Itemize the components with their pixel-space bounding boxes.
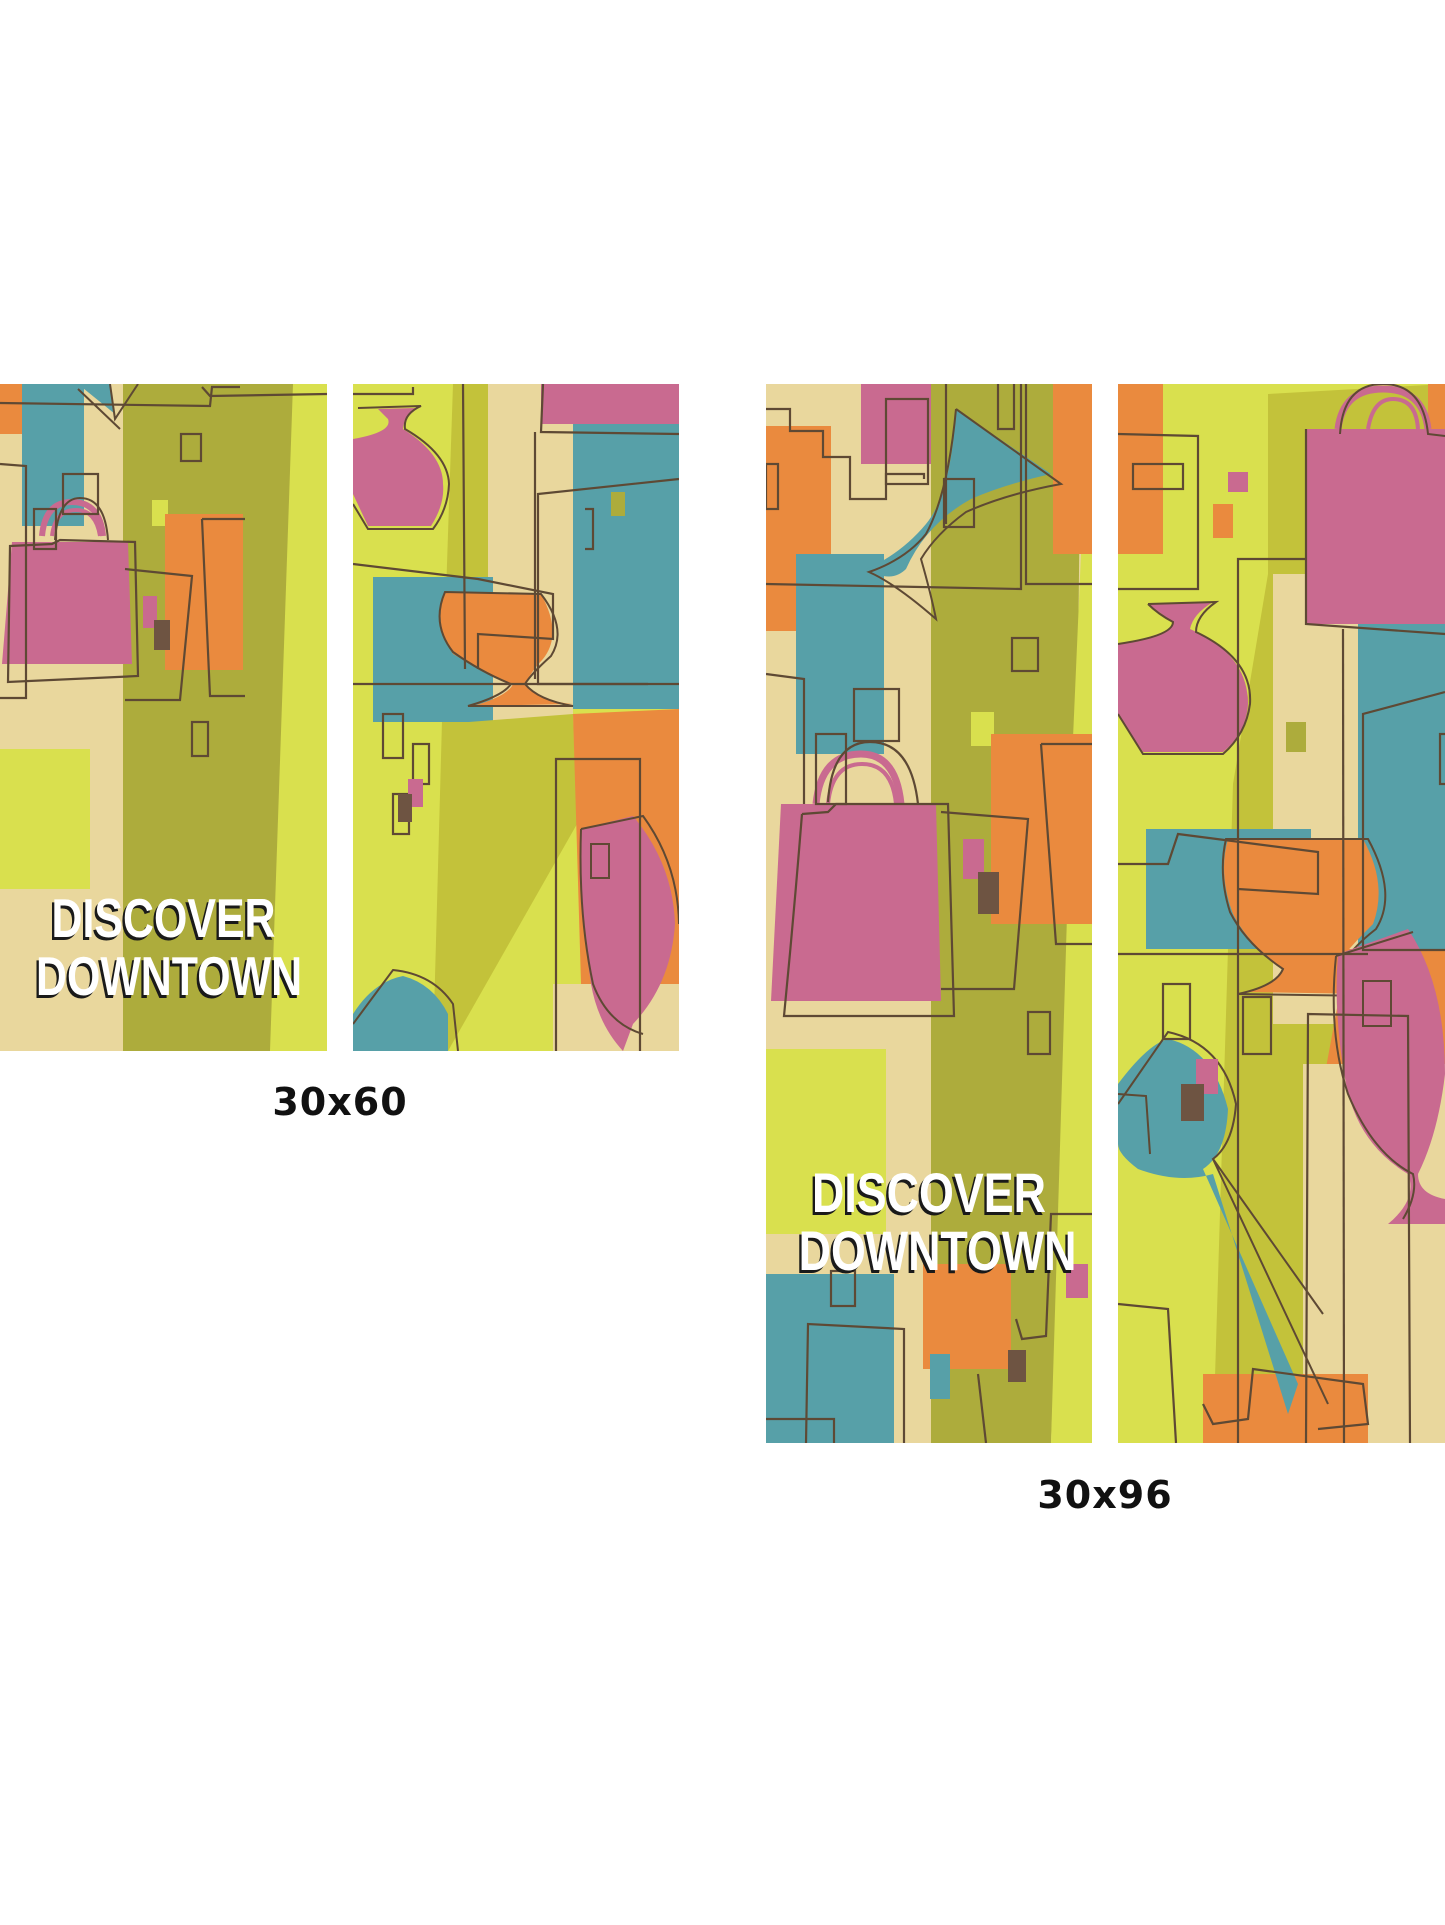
banner-30x96-left: DISCOVER DOWNTOWN — [766, 384, 1092, 1443]
shopping-bag-illustration — [2, 496, 140, 684]
vase-illustration — [353, 405, 451, 530]
headline: DISCOVER DOWNTOWN — [798, 1161, 1077, 1282]
headline: DISCOVER DOWNTOWN — [35, 887, 303, 1007]
headline-line-2: DOWNTOWN — [35, 945, 303, 1007]
banner-30x60-left: DISCOVER DOWNTOWN — [0, 384, 327, 1051]
banner-artwork — [1118, 384, 1445, 1443]
wine-glass-illustration — [1332, 929, 1445, 1224]
banner-artwork — [0, 384, 327, 1051]
snifter-glass-illustration — [438, 590, 574, 707]
size-label-30x96: 30x96 — [1037, 1473, 1173, 1517]
wine-glass-illustration — [579, 814, 679, 1051]
headline-line-2: DOWNTOWN — [798, 1219, 1077, 1282]
banner-30x96-right — [1118, 384, 1445, 1443]
banner-artwork — [353, 384, 679, 1051]
banner-30x60-right — [353, 384, 679, 1051]
shopping-bag-illustration — [771, 740, 956, 1018]
size-label-30x60: 30x60 — [272, 1080, 408, 1124]
martini-glass-illustration — [866, 408, 1064, 622]
headline-line-1: DISCOVER — [51, 887, 276, 949]
shopping-bag-illustration — [1304, 384, 1445, 636]
headline-line-1: DISCOVER — [812, 1161, 1046, 1224]
banner-artwork — [766, 384, 1092, 1443]
